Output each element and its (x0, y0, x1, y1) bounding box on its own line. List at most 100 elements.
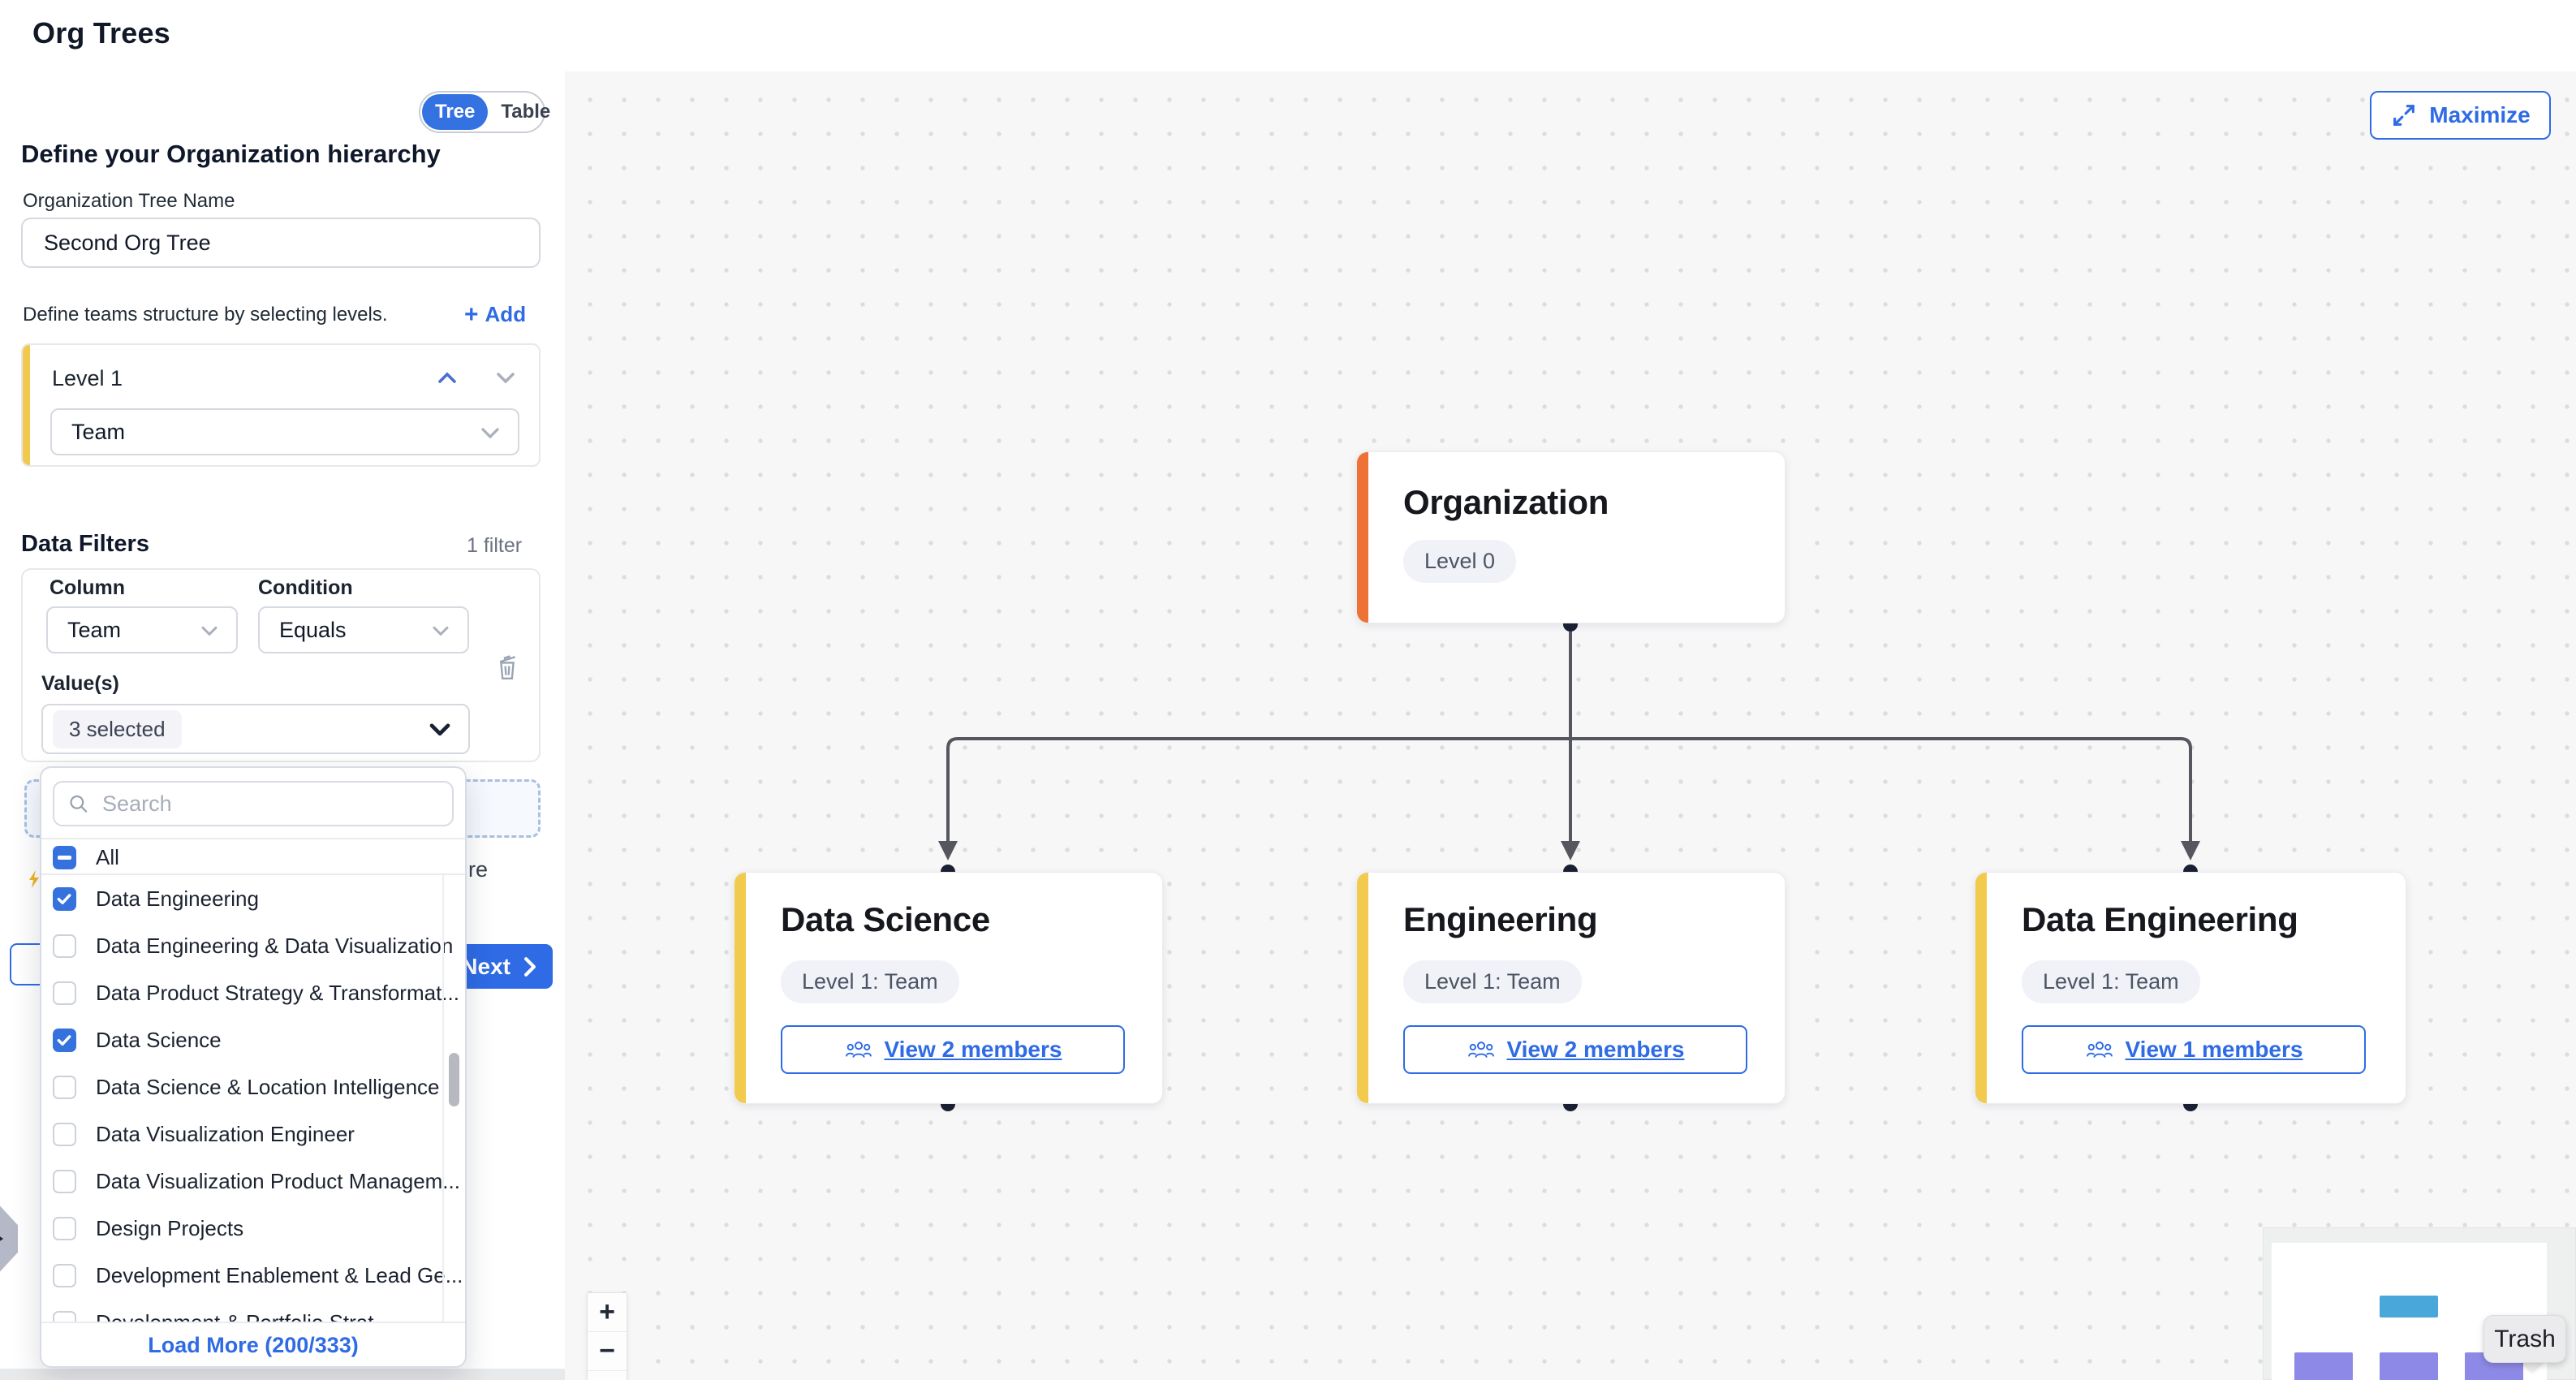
view-toggle[interactable]: Tree Table (419, 91, 550, 133)
minimap-root-node (2380, 1296, 2438, 1317)
option-row-partial[interactable]: Development & Portfolio Strat... (41, 1299, 465, 1322)
option-row[interactable]: Data Visualization Product Managem... (41, 1158, 465, 1205)
option-row[interactable]: Data Product Strategy & Transformat... (41, 969, 465, 1016)
select-all-row[interactable]: All (41, 839, 465, 875)
unchecked-checkbox[interactable] (53, 1122, 76, 1146)
maximize-button[interactable]: Maximize (2370, 91, 2551, 140)
checked-checkbox[interactable] (53, 1028, 76, 1052)
divider (41, 873, 465, 875)
values-label: Value(s) (41, 672, 119, 695)
chevron-down-icon (429, 723, 450, 736)
node-accent-bar (1357, 873, 1368, 1103)
view-members-button[interactable]: View 2 members (1403, 1025, 1747, 1074)
dropdown-search[interactable] (53, 781, 454, 826)
node-level-badge: Level 1: Team (2022, 960, 2200, 1003)
tree-name-input[interactable]: Second Org Tree (21, 218, 541, 268)
select-all-label: All (96, 844, 119, 869)
trash-icon[interactable] (493, 653, 521, 686)
condition-select[interactable]: Equals (258, 606, 469, 653)
checked-checkbox[interactable] (53, 886, 76, 911)
view-members-button[interactable]: View 1 members (2022, 1025, 2366, 1074)
hidden-text-fragment: re (468, 857, 489, 882)
divider (41, 838, 465, 839)
lightning-icon (29, 870, 41, 892)
node-accent-bar (1975, 873, 1987, 1103)
column-label: Column (50, 576, 126, 599)
unchecked-checkbox[interactable] (53, 1075, 76, 1099)
unchecked-checkbox[interactable] (53, 1310, 76, 1322)
toggle-tree[interactable]: Tree (422, 94, 489, 130)
expand-handle-arrow-icon (0, 1227, 3, 1250)
members-icon (845, 1041, 872, 1058)
unchecked-checkbox[interactable] (53, 1263, 76, 1287)
add-level-button[interactable]: + Add (464, 300, 527, 328)
level-card: Level 1 Team (21, 343, 541, 467)
column-select[interactable]: Team (46, 606, 238, 653)
indeterminate-checkbox[interactable] (53, 845, 76, 869)
org-chart-canvas[interactable] (565, 71, 2576, 1380)
unchecked-checkbox[interactable] (53, 934, 76, 958)
page-bottom-strip (0, 1369, 565, 1380)
condition-label: Condition (258, 576, 353, 599)
options-list: Data Engineering Data Engineering & Data… (41, 875, 465, 1322)
check-icon (57, 1034, 71, 1046)
zoom-in-button[interactable]: + (588, 1293, 627, 1332)
minimap-child-node (2294, 1352, 2353, 1380)
trash-tooltip: Trash (2483, 1315, 2566, 1363)
chevron-down-icon (433, 626, 449, 636)
sidebar-expand-handle[interactable] (0, 1205, 18, 1273)
search-icon (70, 795, 88, 813)
level-title: Level 1 (52, 366, 123, 390)
members-icon (2086, 1041, 2113, 1058)
org-node-data-science[interactable]: Data Science Level 1: Team View 2 member… (734, 872, 1163, 1104)
arrowhead-icon (938, 841, 958, 860)
option-row[interactable]: Development Enablement & Lead Ge... (41, 1252, 465, 1299)
org-node-engineering[interactable]: Engineering Level 1: Team View 2 members (1356, 872, 1786, 1104)
filter-card: Column Team Condition Equals Value(s) 3 … (21, 568, 541, 762)
node-level-badge: Level 1: Team (1403, 960, 1582, 1003)
maximize-icon (2393, 105, 2415, 126)
values-multiselect[interactable]: 3 selected (41, 704, 470, 754)
load-more-footer[interactable]: Load More (200/333) (41, 1322, 465, 1368)
unchecked-checkbox[interactable] (53, 981, 76, 1005)
node-accent-bar (734, 873, 746, 1103)
view-members-button[interactable]: View 2 members (781, 1025, 1125, 1074)
option-row[interactable]: Data Engineering & Data Visualization (41, 922, 465, 969)
node-title: Organization (1403, 483, 1609, 521)
chevron-right-icon (524, 956, 536, 977)
scrollbar-thumb[interactable] (449, 1053, 459, 1106)
level-accent-bar (23, 345, 30, 465)
selected-count-chip: 3 selected (53, 709, 182, 748)
arrowhead-icon (2181, 841, 2200, 860)
node-level-badge: Level 0 (1403, 540, 1517, 583)
search-input[interactable] (101, 790, 439, 817)
zoom-controls: + − (587, 1292, 627, 1380)
chevron-up-icon[interactable] (435, 369, 459, 388)
arrowhead-icon (1561, 841, 1580, 860)
tree-connectors (938, 617, 2200, 1111)
chevron-down-icon (481, 428, 499, 439)
option-row[interactable]: Data Engineering (41, 875, 465, 922)
unchecked-checkbox[interactable] (53, 1169, 76, 1193)
option-row[interactable]: Data Science & Location Intelligence (41, 1063, 465, 1110)
values-dropdown-panel: All Data Engineering Data Engineering & … (40, 766, 467, 1368)
option-row[interactable]: Design Projects (41, 1205, 465, 1252)
minus-icon (58, 855, 71, 860)
chevron-down-icon[interactable] (493, 369, 518, 388)
fit-view-button[interactable] (588, 1371, 627, 1380)
page-title: Org Trees (32, 16, 170, 50)
node-title: Data Engineering (2022, 900, 2298, 938)
org-node-root[interactable]: Organization Level 0 (1356, 451, 1786, 623)
node-level-badge: Level 1: Team (781, 960, 959, 1003)
filter-count-badge: 1 filter (467, 534, 523, 557)
chevron-down-icon (201, 626, 218, 636)
unchecked-checkbox[interactable] (53, 1216, 76, 1240)
zoom-out-button[interactable]: − (588, 1332, 627, 1371)
load-more-link[interactable]: Load More (200/333) (148, 1333, 359, 1357)
org-node-data-engineering[interactable]: Data Engineering Level 1: Team View 1 me… (1975, 872, 2406, 1104)
toggle-table[interactable]: Table (501, 101, 551, 123)
option-row[interactable]: Data Science (41, 1016, 465, 1063)
option-row[interactable]: Data Visualization Engineer (41, 1110, 465, 1158)
level-type-select[interactable]: Team (50, 408, 519, 455)
